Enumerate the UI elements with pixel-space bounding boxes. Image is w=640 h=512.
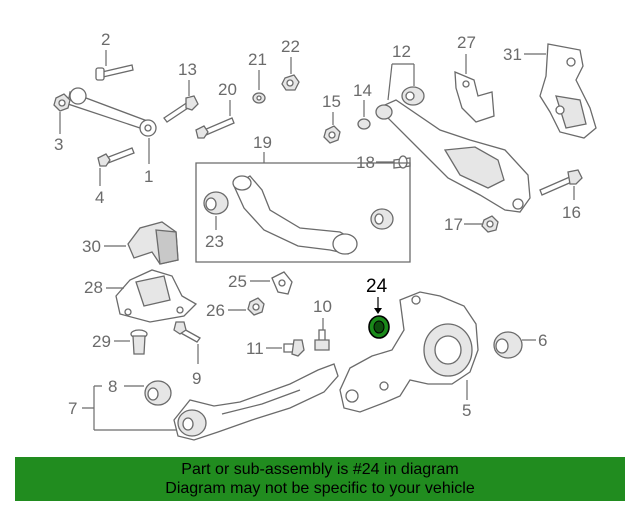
part-24-seal[interactable]: [368, 315, 390, 339]
callout-5: 5: [462, 401, 471, 420]
part-19-bushing-right[interactable]: [370, 208, 394, 230]
part-7-trailing-arm[interactable]: [173, 363, 339, 441]
part-16-bolt[interactable]: [539, 169, 583, 196]
part-29-clip[interactable]: [130, 329, 148, 355]
callout-31: 31: [503, 45, 522, 64]
callout-1: 1: [144, 167, 153, 186]
callout-28: 28: [84, 278, 103, 297]
part-10-bolt[interactable]: [314, 329, 330, 351]
banner-line-2: Diagram may not be specific to your vehi…: [165, 480, 475, 497]
callout-9: 9: [192, 369, 201, 388]
callout-27: 27: [457, 33, 476, 52]
part-28-mount[interactable]: [115, 269, 198, 323]
callout-19: 19: [253, 133, 272, 152]
callout-15: 15: [322, 92, 341, 111]
parts-diagram: 2 3 4 1 13 20 21 22 15 14: [53, 30, 597, 441]
part-6-bushing[interactable]: [493, 331, 523, 359]
part-19-upper-arm[interactable]: [232, 175, 358, 255]
callout-4: 4: [95, 188, 104, 207]
part-9-bolt[interactable]: [173, 321, 201, 343]
callout-11: 11: [246, 339, 264, 358]
callout-2: 2: [101, 30, 110, 49]
part-18-bolt[interactable]: [393, 155, 411, 169]
part-31-bracket[interactable]: [539, 43, 597, 139]
part-8-bushing[interactable]: [144, 380, 172, 406]
part-12-lower-control-arm[interactable]: [375, 86, 531, 213]
callout-14: 14: [353, 81, 372, 100]
part-5-knuckle[interactable]: [339, 291, 479, 413]
info-banner: Part or sub-assembly is #24 in diagram D…: [15, 457, 625, 501]
callout-20: 20: [218, 80, 237, 99]
callout-10: 10: [313, 297, 332, 316]
callout-6: 6: [538, 331, 547, 350]
part-14-washer[interactable]: [357, 118, 371, 130]
part-11-bolt[interactable]: [283, 339, 305, 357]
part-4-bolt[interactable]: [97, 147, 135, 167]
callout-16: 16: [562, 203, 581, 222]
callout-29: 29: [92, 332, 111, 351]
part-22-nut[interactable]: [281, 74, 300, 91]
part-13-bolt[interactable]: [163, 95, 199, 123]
callout-30: 30: [82, 237, 101, 256]
part-25-bracket[interactable]: [271, 271, 293, 295]
callout-3: 3: [54, 135, 63, 154]
part-21-washer[interactable]: [252, 92, 266, 104]
banner-line-1: Part or sub-assembly is #24 in diagram: [181, 461, 459, 478]
callout-24: 24: [366, 276, 388, 297]
part-15-nut[interactable]: [323, 125, 341, 144]
part-27-bracket[interactable]: [454, 70, 495, 123]
part-19-frame: [195, 162, 411, 263]
part-23-bushing[interactable]: [203, 191, 229, 215]
callout-8: 8: [108, 377, 117, 396]
callout-22: 22: [281, 37, 300, 56]
part-20-bolt[interactable]: [195, 117, 235, 139]
callout-21: 21: [248, 50, 267, 69]
part-26-nut[interactable]: [247, 297, 265, 316]
part-3-nut[interactable]: [53, 93, 71, 112]
callout-23: 23: [205, 232, 224, 251]
callout-17: 17: [444, 215, 463, 234]
callout-26: 26: [206, 301, 225, 320]
part-2-bolt[interactable]: [95, 64, 134, 81]
callout-13: 13: [178, 60, 197, 79]
callout-7: 7: [68, 399, 77, 418]
part-17-nut[interactable]: [481, 215, 499, 233]
part-1-lateral-link[interactable]: [67, 87, 157, 137]
callout-12: 12: [392, 42, 411, 61]
part-30-cover[interactable]: [127, 221, 179, 265]
callout-25: 25: [228, 272, 247, 291]
